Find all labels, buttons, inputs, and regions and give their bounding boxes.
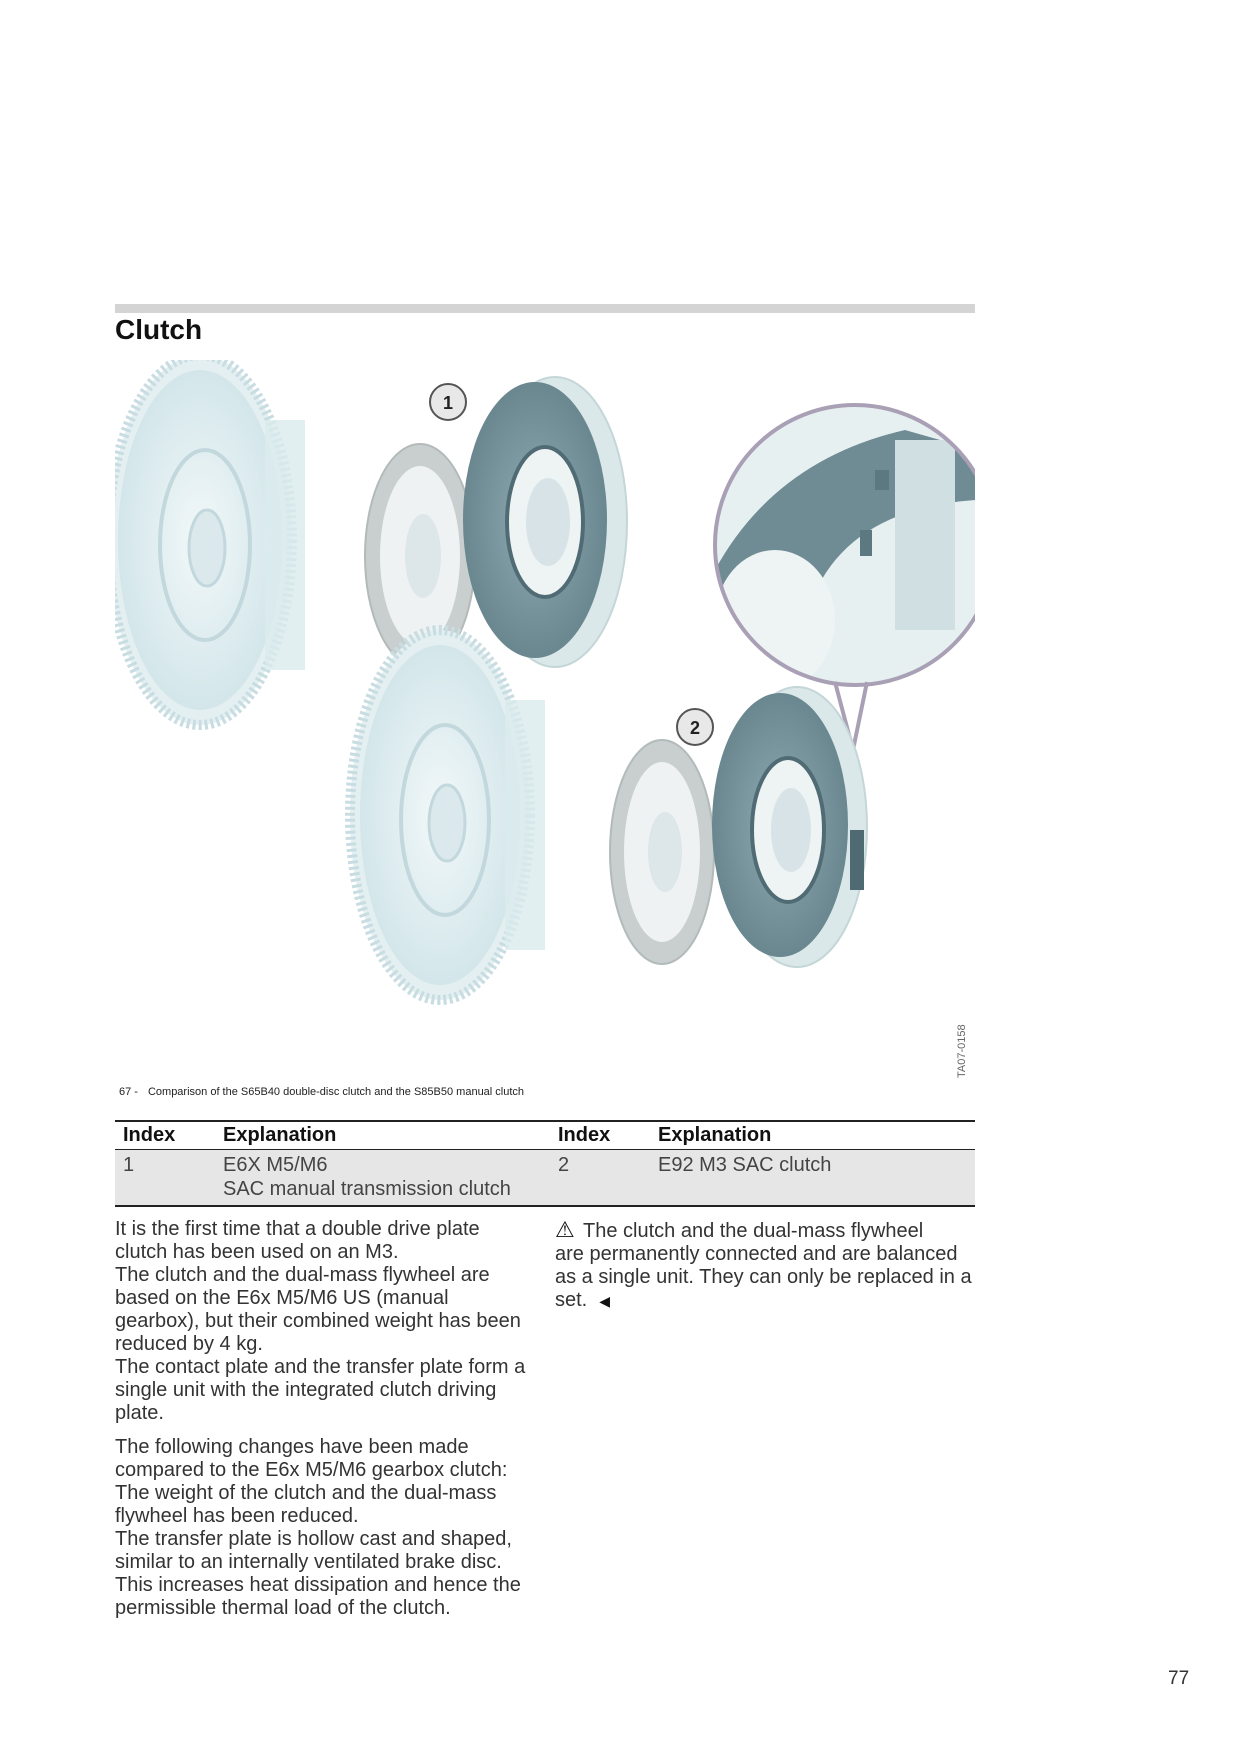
clutch-disc-bottom bbox=[609, 739, 715, 965]
warning-triangle-icon: ⚠ bbox=[555, 1217, 575, 1242]
cell-explanation-2: E92 M3 SAC clutch bbox=[650, 1149, 975, 1207]
header-explanation-1: Explanation bbox=[215, 1120, 550, 1150]
section-rule bbox=[115, 304, 975, 313]
body-right-column: ⚠The clutch and the dual-mass flywheel a… bbox=[555, 1218, 975, 1324]
body-left-column: It is the first time that a double drive… bbox=[115, 1218, 535, 1631]
zoom-detail bbox=[713, 403, 997, 751]
index-table: Index Explanation Index Explanation 1 E6… bbox=[115, 1120, 975, 1207]
clutch-disc-top bbox=[364, 443, 476, 669]
table-row: 1 E6X M5/M6 SAC manual transmission clut… bbox=[115, 1149, 975, 1207]
cell-index-2: 2 bbox=[550, 1149, 650, 1207]
cell-explanation-1: E6X M5/M6 SAC manual transmission clutch bbox=[215, 1149, 550, 1207]
header-index-1: Index bbox=[115, 1120, 215, 1150]
flywheel-bottom bbox=[345, 625, 545, 1005]
end-mark-icon: ◀ bbox=[599, 1293, 611, 1309]
paragraph-2: The following changes have been made com… bbox=[115, 1436, 521, 1619]
caption-text: Comparison of the S65B40 double-disc clu… bbox=[147, 1086, 525, 1098]
callout-2: 2 bbox=[676, 708, 714, 746]
svg-text:1: 1 bbox=[443, 393, 453, 413]
figure-caption: 67 - Comparison of the S65B40 double-disc… bbox=[119, 1086, 524, 1098]
callout-1: 1 bbox=[429, 383, 467, 421]
table-header-row: Index Explanation Index Explanation bbox=[115, 1120, 975, 1150]
pressure-plate-top bbox=[463, 376, 628, 668]
page-number: 77 bbox=[1168, 1668, 1190, 1689]
figure-code: TA07-0158 bbox=[956, 1024, 968, 1078]
flywheel-top bbox=[103, 350, 305, 730]
paragraph-1: It is the first time that a double drive… bbox=[115, 1218, 526, 1424]
cell-index-1: 1 bbox=[115, 1149, 215, 1207]
clutch-illustration: 1 bbox=[103, 350, 997, 1085]
pressure-plate-bottom bbox=[712, 686, 868, 968]
section-title: Clutch bbox=[115, 314, 203, 345]
header-explanation-2: Explanation bbox=[650, 1120, 975, 1150]
caption-number: 67 - bbox=[119, 1086, 138, 1098]
header-index-2: Index bbox=[550, 1120, 650, 1150]
warning-note: ⚠The clutch and the dual-mass flywheel a… bbox=[555, 1217, 972, 1311]
svg-text:2: 2 bbox=[690, 718, 700, 738]
